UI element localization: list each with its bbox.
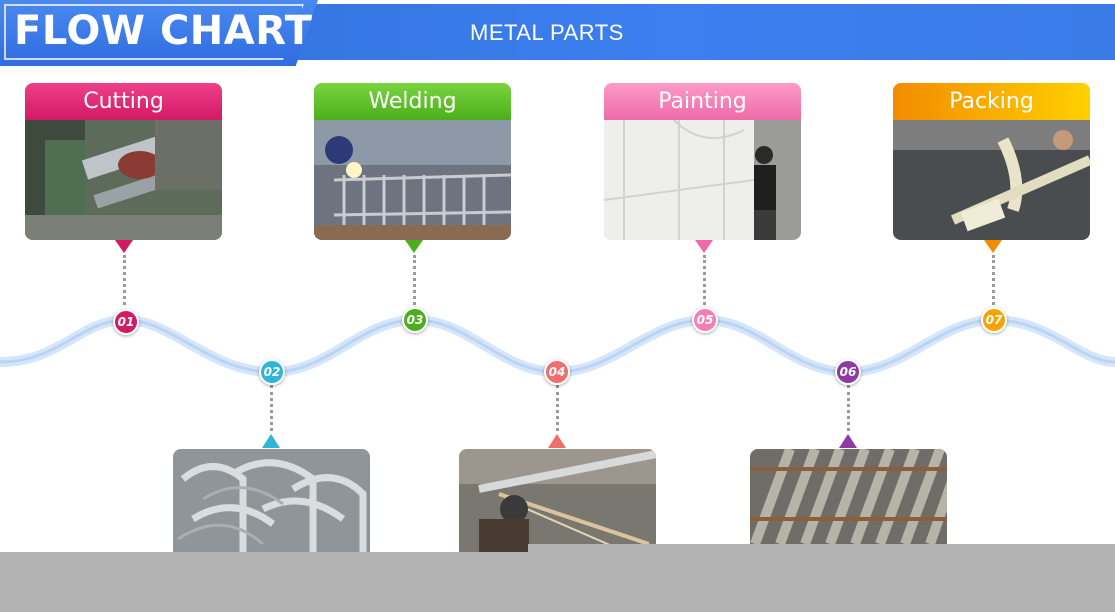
connector-06 (847, 385, 850, 431)
step-label-welding: Welding (314, 83, 511, 120)
header-title-box: FLOW CHART (0, 0, 318, 66)
step-node-03: 03 (402, 307, 428, 333)
page-subtitle: METAL PARTS (470, 20, 624, 45)
pointer-packing (984, 240, 1002, 253)
step-node-05: 05 (692, 307, 718, 333)
pointer-cutting (115, 240, 133, 253)
connector-03 (413, 255, 416, 305)
page-title: FLOW CHART (14, 8, 313, 54)
connector-07 (992, 255, 995, 305)
step-card-packing: Packing (893, 83, 1090, 240)
step-label-cutting: Cutting (25, 83, 222, 120)
welding-photo (314, 120, 511, 240)
connector-05 (703, 255, 706, 305)
step-card-bending (173, 449, 370, 552)
pointer-painting (695, 240, 713, 253)
step-node-07: 07 (981, 307, 1007, 333)
step-label-packing: Packing (893, 83, 1090, 120)
step-card-grinding (459, 449, 656, 552)
step-card-coating (750, 449, 947, 544)
step-node-04: 04 (544, 359, 570, 385)
packing-photo (893, 120, 1090, 240)
step-card-cutting: Cutting (25, 83, 222, 240)
step-label-painting: Painting (604, 83, 801, 120)
pipe-bending-photo (173, 449, 370, 552)
connector-02 (270, 385, 273, 431)
pointer-bending (262, 434, 280, 448)
step-card-painting: Painting (604, 83, 801, 240)
step-node-06: 06 (835, 359, 861, 385)
pointer-welding (405, 240, 423, 253)
step-node-01: 01 (113, 309, 139, 335)
connector-04 (556, 385, 559, 431)
pipe-cutting-photo (25, 120, 222, 240)
step-card-welding: Welding (314, 83, 511, 240)
connector-01 (123, 255, 126, 305)
footer-overlay-step (528, 544, 1115, 556)
pointer-grinding (548, 434, 566, 448)
step-node-02: 02 (259, 359, 285, 385)
pointer-coating (839, 434, 857, 448)
grinding-photo (459, 449, 656, 552)
footer-overlay (0, 552, 1115, 612)
painting-photo (604, 120, 801, 240)
coated-tubes-photo (750, 449, 947, 544)
